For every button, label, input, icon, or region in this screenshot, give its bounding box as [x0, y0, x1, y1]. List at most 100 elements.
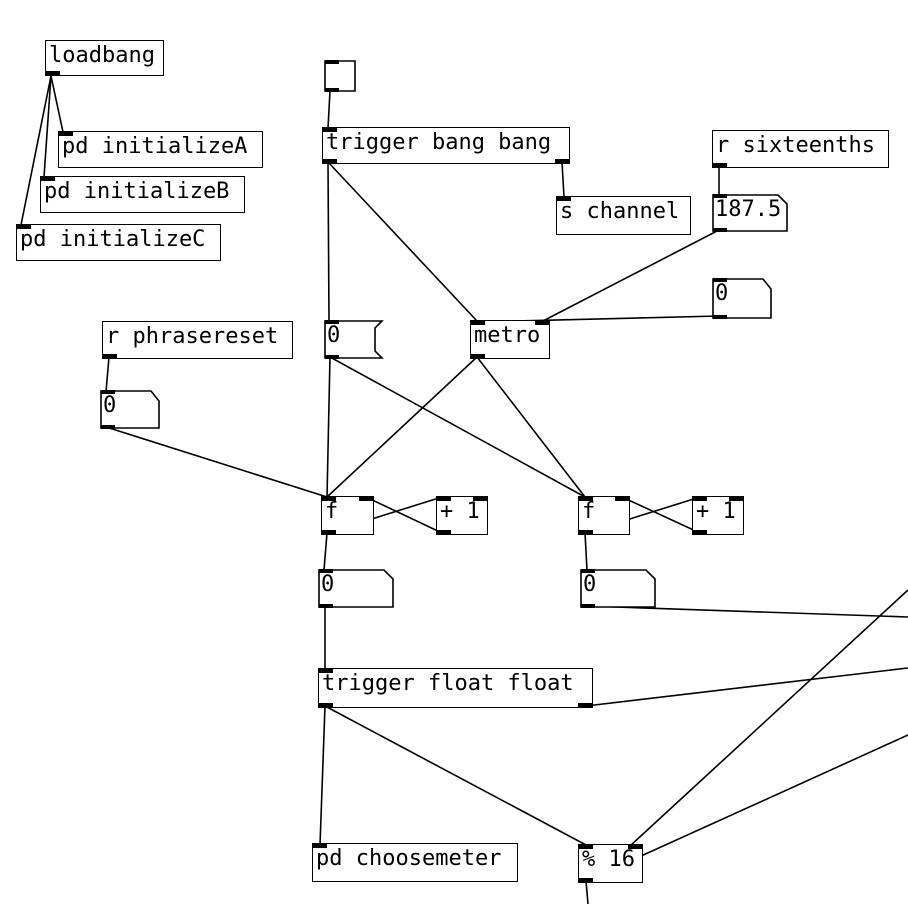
inlet-right[interactable]: [615, 496, 629, 501]
loadbang-object[interactable]: loadbang: [45, 40, 164, 76]
outlet[interactable]: [693, 530, 707, 535]
inlet-left[interactable]: [579, 844, 593, 849]
metro-interval-number-box[interactable]: 0: [712, 278, 772, 319]
zero-message[interactable]: 0: [324, 320, 384, 359]
cord-msgzero-f2: [329, 356, 586, 498]
cord-metro-f1: [326, 356, 478, 498]
modulo-16-object[interactable]: % 16: [578, 844, 643, 883]
inlet-right[interactable]: [729, 496, 743, 501]
object-label: trigger float float: [322, 671, 574, 696]
outlet[interactable]: [437, 530, 451, 535]
inlet[interactable]: [17, 224, 31, 229]
cord-phrasereset-num: [105, 356, 110, 393]
object-label: f: [325, 499, 339, 524]
inlet-left[interactable]: [471, 320, 485, 325]
object-label: f: [582, 499, 596, 524]
cord-metro-f2: [476, 356, 586, 498]
inlet[interactable]: [41, 176, 55, 181]
object-label: pd initializeA: [62, 134, 248, 159]
inlet-right[interactable]: [535, 320, 549, 325]
inlet-left[interactable]: [693, 496, 707, 501]
outlet[interactable]: [579, 878, 593, 883]
object-label: s channel: [560, 199, 680, 224]
outlet-left[interactable]: [319, 703, 333, 708]
number-value: 0: [321, 572, 335, 597]
cord-plus1b-f2: [621, 496, 701, 534]
tempo-number-box[interactable]: 187.5: [712, 194, 788, 232]
send-channel-object[interactable]: s channel: [556, 196, 691, 235]
inlet-right[interactable]: [473, 496, 487, 501]
object-label: pd choosemeter: [316, 846, 502, 871]
outlet-right[interactable]: [578, 703, 592, 708]
initialize-b-object[interactable]: pd initializeB: [40, 176, 245, 213]
float-object-2[interactable]: f: [578, 496, 630, 535]
plus-one-object-1[interactable]: + 1: [436, 496, 488, 535]
object-label: pd initializeC: [20, 227, 206, 252]
object-label: r phrasereset: [106, 324, 279, 349]
number-shape: [712, 278, 772, 319]
cord-triggerff-choosemeter: [319, 705, 326, 846]
inlet[interactable]: [319, 668, 333, 673]
message-shape: [324, 320, 384, 359]
inlet-left[interactable]: [322, 496, 336, 501]
plus-one-object-2[interactable]: + 1: [692, 496, 744, 535]
outlet[interactable]: [471, 354, 485, 359]
object-label: + 1: [696, 499, 736, 524]
cord-loadbang-initC: [20, 75, 52, 226]
cord-msgzero-f1: [326, 356, 331, 498]
cord-mod16-down: [585, 880, 589, 904]
inlet-left[interactable]: [437, 496, 451, 501]
phrasereset-number-box[interactable]: 0: [100, 390, 160, 429]
bang-message[interactable]: [324, 60, 358, 92]
number-value: 0: [103, 393, 117, 418]
inlet-right[interactable]: [628, 844, 642, 849]
counter-1-number-box[interactable]: 0: [318, 569, 394, 608]
initialize-c-object[interactable]: pd initializeC: [16, 224, 221, 261]
trigger-bang-bang-object[interactable]: trigger bang bang: [322, 127, 570, 164]
choosemeter-subpatch[interactable]: pd choosemeter: [312, 843, 518, 882]
cord-trigger-schannel: [561, 161, 565, 198]
object-label: + 1: [440, 499, 480, 524]
inlet-left[interactable]: [579, 496, 593, 501]
inlet[interactable]: [557, 196, 571, 201]
outlet[interactable]: [579, 530, 593, 535]
number-value: 0: [583, 572, 597, 597]
object-label: r sixteenths: [716, 133, 875, 158]
outlet[interactable]: [103, 354, 117, 359]
outlet-right[interactable]: [555, 159, 569, 164]
cord-plus1a-f1: [365, 496, 443, 534]
receive-sixteenths-object[interactable]: r sixteenths: [712, 130, 889, 168]
counter-2-number-box[interactable]: 0: [580, 569, 656, 608]
object-label: trigger bang bang: [326, 130, 552, 155]
cord-num2-offscreen: [586, 605, 908, 618]
outlet[interactable]: [46, 71, 60, 76]
object-label: metro: [474, 323, 541, 348]
object-label: pd initializeB: [44, 179, 230, 204]
object-label: loadbang: [49, 43, 155, 68]
inlet[interactable]: [313, 843, 327, 848]
cord-bang-trigger: [327, 90, 331, 129]
receive-phrasereset-object[interactable]: r phrasereset: [102, 321, 293, 359]
object-label: % 16: [582, 847, 635, 872]
outlet[interactable]: [322, 530, 336, 535]
trigger-float-float-object[interactable]: trigger float float: [318, 668, 593, 708]
number-shape: [712, 194, 788, 232]
outlet-left[interactable]: [323, 159, 337, 164]
metro-object[interactable]: metro: [470, 320, 550, 359]
inlet[interactable]: [323, 127, 337, 132]
outlet[interactable]: [713, 163, 727, 168]
number-value: 0: [715, 281, 729, 306]
cord-f2-num: [584, 532, 588, 571]
cord-trigger-msgzero: [327, 161, 330, 322]
inlet[interactable]: [59, 131, 73, 136]
number-value: 187.5: [715, 197, 782, 222]
initialize-a-object[interactable]: pd initializeA: [58, 131, 263, 168]
cord-f1-num: [323, 532, 328, 571]
cord-triggerff-mod16: [324, 705, 587, 846]
cord-loadbang-initA: [50, 75, 64, 133]
float-object-1[interactable]: f: [321, 496, 374, 535]
inlet-right[interactable]: [359, 496, 373, 501]
cord-tempo-metro: [540, 229, 720, 323]
